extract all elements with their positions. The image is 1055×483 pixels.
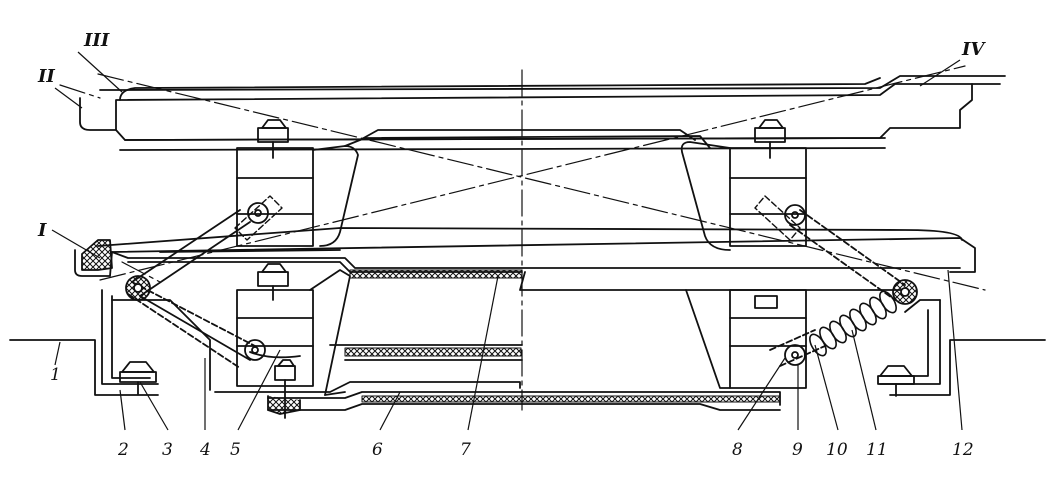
leader-lines	[51, 51, 963, 431]
left-upper-bracket	[236, 119, 711, 247]
right-lower-bracket	[685, 289, 807, 389]
position-I: I	[37, 220, 47, 241]
position-IV: IV	[961, 39, 986, 60]
travel-lines	[59, 65, 986, 291]
left-base-frame	[9, 289, 211, 396]
position-II: II	[37, 66, 55, 87]
callout-7: 7	[460, 440, 471, 460]
upholstery-left-hatch	[81, 239, 113, 271]
right-base-frame	[877, 299, 1046, 397]
callout-4: 4	[199, 440, 211, 460]
callout-11: 11	[866, 440, 888, 460]
callout-labels: 1 2 3 4 5 6 7 8 9 10 11 12	[50, 365, 974, 460]
left-lower-bracket	[236, 263, 314, 387]
right-scissor-links	[769, 209, 906, 367]
callout-3: 3	[162, 440, 173, 460]
coil-spring	[809, 290, 897, 357]
position-III: III	[83, 30, 110, 51]
callout-9: 9	[792, 440, 803, 460]
callout-6: 6	[372, 440, 383, 460]
base-plate	[214, 269, 781, 411]
upper-seat-pan	[79, 75, 1006, 151]
upper-link-outlines	[234, 195, 801, 241]
callout-5: 5	[230, 440, 241, 460]
left-scissor-links	[127, 209, 256, 369]
callout-8: 8	[732, 440, 743, 460]
callout-12: 12	[952, 440, 974, 460]
lower-seat-pan	[74, 227, 976, 291]
right-upper-bracket	[680, 119, 807, 251]
callout-10: 10	[826, 440, 848, 460]
callout-1: 1	[50, 365, 61, 385]
callout-2: 2	[117, 440, 129, 460]
position-labels: I II III IV	[37, 30, 986, 241]
